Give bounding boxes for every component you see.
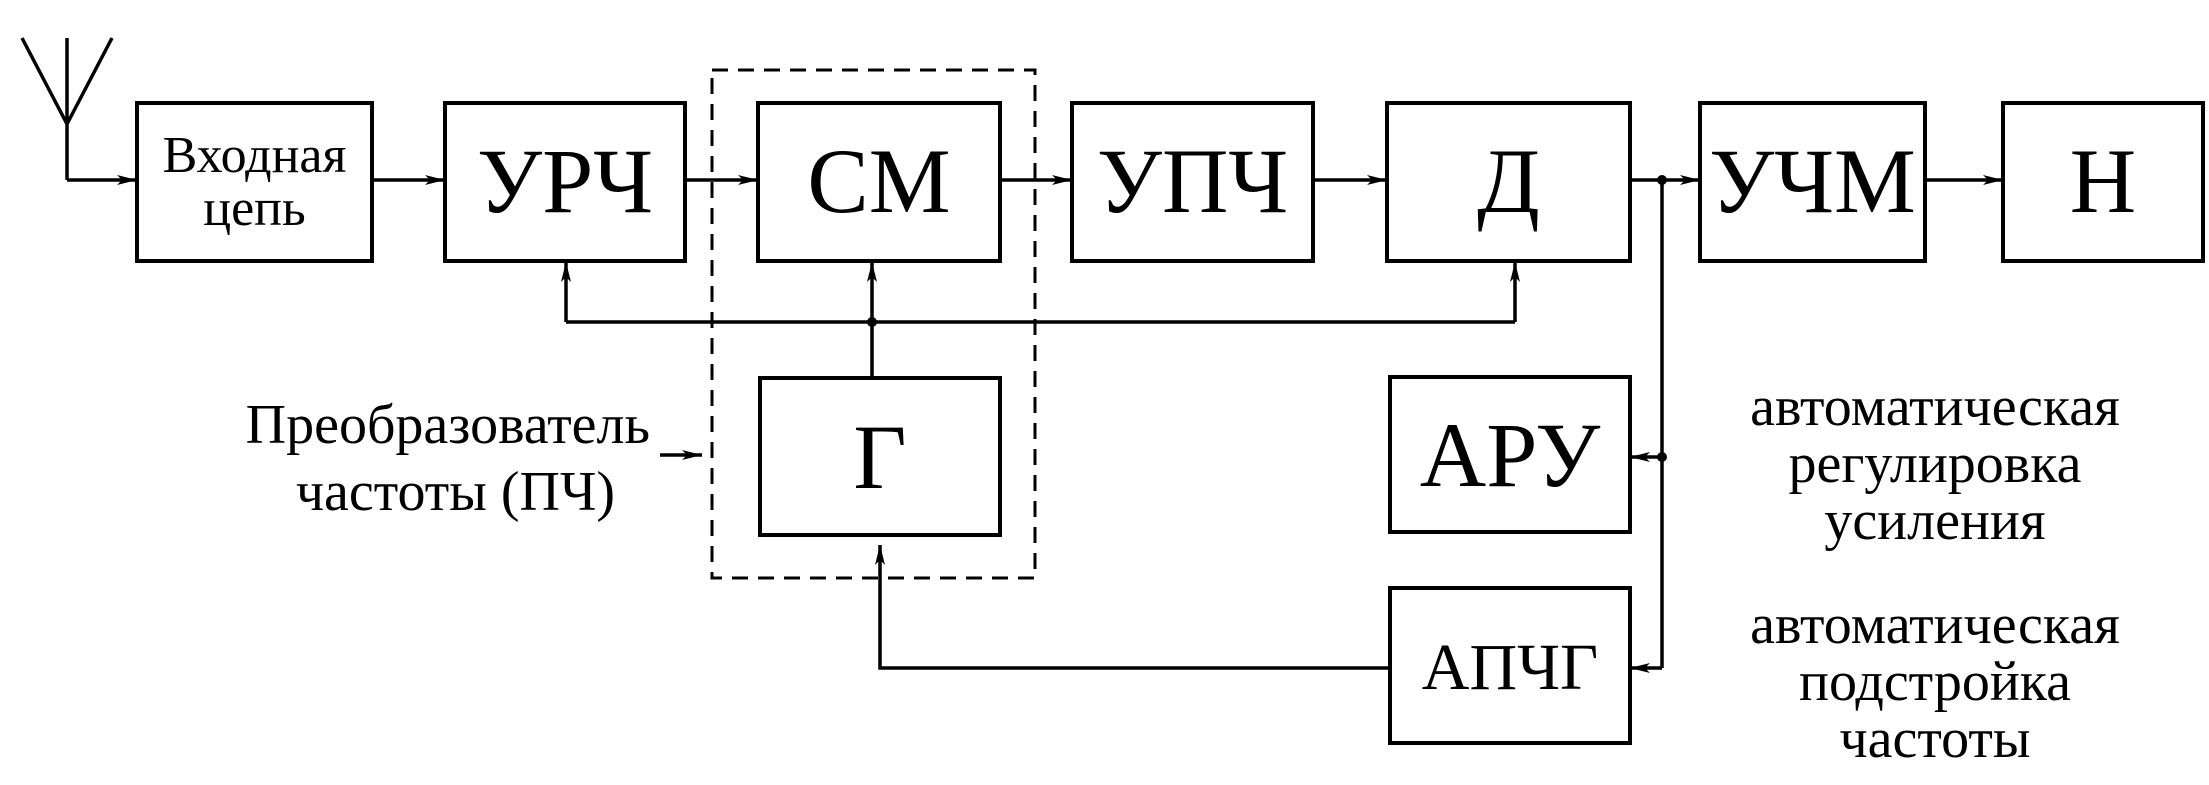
mixer-block: СМ — [756, 101, 1002, 263]
converter-caption-line1: Преобразователь — [246, 394, 650, 456]
agc-block: АРУ — [1388, 375, 1632, 534]
oscillator-block: Г — [758, 376, 1002, 537]
frequency-converter-frame — [710, 68, 1037, 580]
mixer-label: СМ — [807, 130, 950, 232]
afc-caption-line1: автоматическая — [1750, 594, 2120, 656]
load-block: Н — [2001, 101, 2205, 263]
antenna-icon — [20, 37, 114, 180]
af-amplifier-label: УЧМ — [1709, 130, 1916, 232]
feedback-branch — [875, 175, 1667, 673]
agc-caption-line3: усиления — [1824, 490, 2045, 552]
detector-label: Д — [1477, 130, 1540, 232]
af-amplifier-block: УЧМ — [1698, 101, 1927, 263]
converter-caption-line2: частоты (ПЧ) — [296, 461, 615, 523]
oscillator-label: Г — [853, 406, 906, 508]
agc-label: АРУ — [1420, 404, 1601, 506]
input-circuit-label-line1: Входная — [163, 127, 347, 184]
agc-caption-line1: автоматическая — [1750, 376, 2120, 438]
if-amplifier-label: УПЧ — [1097, 130, 1288, 232]
afc-label: АПЧГ — [1422, 631, 1598, 704]
input-circuit-label-line2: цепь — [203, 180, 305, 237]
converter-caption: Преобразователь частоты (ПЧ) — [246, 394, 650, 523]
rf-amplifier-label: УРЧ — [477, 130, 653, 232]
afc-caption-line2: подстройка — [1799, 651, 2071, 713]
oscillator-bus — [561, 262, 1520, 378]
input-circuit-block: Входная цепь — [135, 101, 374, 263]
afc-block: АПЧГ — [1388, 586, 1632, 745]
agc-caption: автоматическая регулировка усиления — [1750, 376, 2120, 552]
detector-block: Д — [1385, 101, 1632, 263]
if-amplifier-block: УПЧ — [1070, 101, 1315, 263]
afc-caption-line3: частоты — [1840, 708, 2031, 770]
agc-caption-line2: регулировка — [1789, 433, 2082, 495]
afc-caption: автоматическая подстройка частоты — [1750, 594, 2120, 770]
load-label: Н — [2070, 130, 2136, 232]
rf-amplifier-block: УРЧ — [443, 101, 687, 263]
